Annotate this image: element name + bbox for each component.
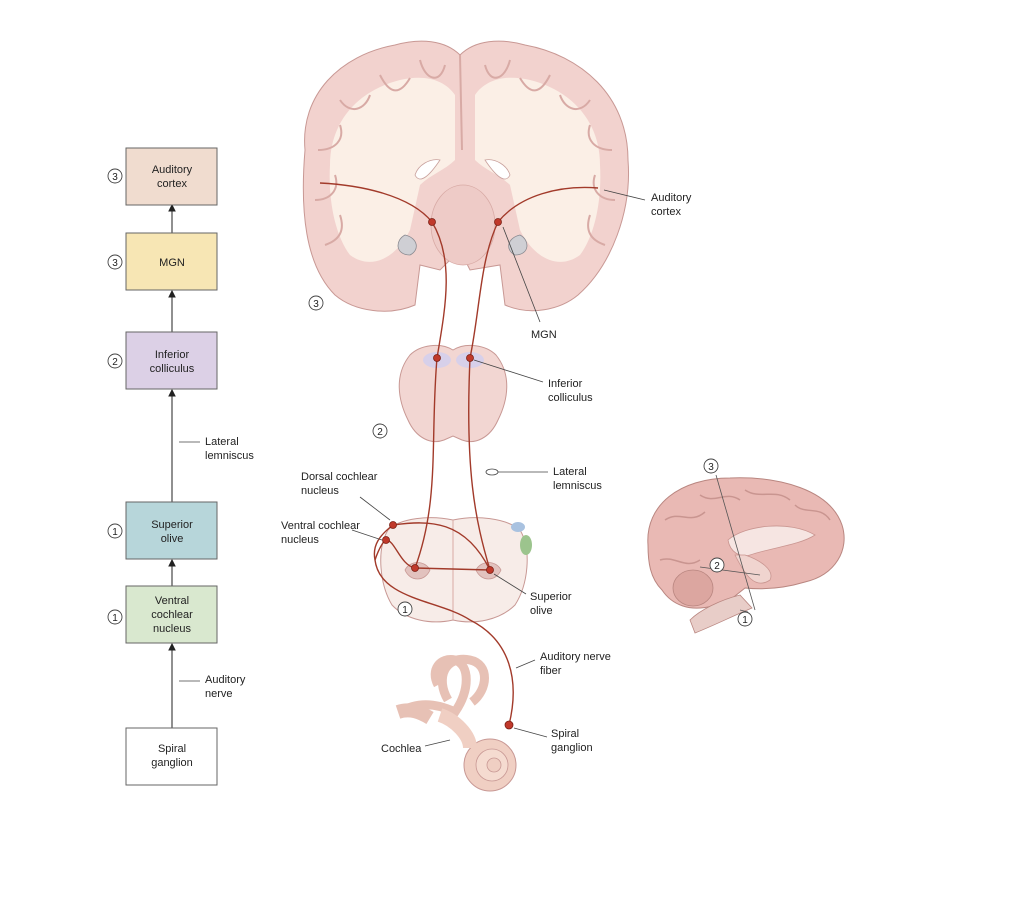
cochlea-spiral-inner: [487, 758, 501, 772]
thalamus: [431, 185, 495, 265]
sagittal-number-top: 3: [708, 462, 714, 473]
flow-box-label: Ventral: [155, 595, 189, 607]
flow-box-rect: [126, 148, 217, 205]
flow-box-label: nucleus: [153, 623, 191, 635]
flow-box-auditory-cortex: Auditory cortex 3: [108, 148, 217, 205]
label-cochlea: Cochlea: [381, 743, 422, 755]
flow-box-mgn: MGN 3: [108, 233, 217, 290]
label-lateral-lemniscus: lemniscus: [553, 480, 602, 492]
spiral-ganglion-dot: [505, 721, 513, 729]
leader-line: [425, 740, 450, 746]
flow-box-label: cochlear: [151, 609, 193, 621]
lateral-lemniscus-marker: [486, 469, 498, 475]
section-number: 3: [313, 299, 319, 310]
flow-box-label: colliculus: [150, 363, 195, 375]
midbrain-outline: [399, 345, 507, 441]
section-number-medulla: 1: [398, 602, 412, 616]
flow-box-label: cortex: [157, 178, 187, 190]
stage-number: 2: [112, 357, 118, 368]
label-auditory-cortex: Auditory: [651, 192, 692, 204]
midbrain-section: [399, 345, 507, 441]
section-number-cortex: 3: [309, 296, 323, 310]
cerebellum: [673, 570, 713, 606]
sagittal-number-bottom: 1: [742, 615, 748, 626]
label-spiral-ganglion: ganglion: [551, 742, 593, 754]
sagittal-number-middle: 2: [714, 561, 720, 572]
leader-line: [514, 728, 547, 737]
mgn-right-dot: [495, 219, 502, 226]
superior-olive-left-dot: [412, 565, 419, 572]
flow-side-label-lateral-lemniscus: Lateral lemniscus: [179, 436, 254, 462]
side-label: lemniscus: [205, 450, 254, 462]
flow-box-superior-olive: Superior olive 1: [108, 502, 217, 559]
flowchart: Auditory cortex 3 MGN 3 Inferior collicu…: [108, 148, 254, 785]
leader-line: [360, 497, 390, 520]
stage-number: 1: [112, 527, 118, 538]
label-lateral-lemniscus: Lateral: [553, 466, 587, 478]
label-auditory-cortex: cortex: [651, 206, 681, 218]
label-superior-olive: olive: [530, 605, 553, 617]
label-dorsal-cochlear: nucleus: [301, 485, 339, 497]
colliculus-right-dot: [467, 355, 474, 362]
stage-number: 1: [112, 613, 118, 624]
flow-box-label: ganglion: [151, 757, 193, 769]
stage-number: 3: [112, 172, 118, 183]
label-mgn: MGN: [531, 329, 557, 341]
side-label: Auditory: [205, 674, 246, 686]
coronal-brain-section: [303, 41, 628, 311]
label-spiral-ganglion: Spiral: [551, 728, 579, 740]
label-ventral-cochlear: nucleus: [281, 534, 319, 546]
flow-box-ventral-cochlear-nucleus: Ventral cochlear nucleus 1: [108, 586, 217, 643]
label-ventral-cochlear: Ventral cochlear: [281, 520, 360, 532]
flow-box-label: Inferior: [155, 349, 190, 361]
section-number: 2: [377, 427, 383, 438]
flow-box-label: MGN: [159, 257, 185, 269]
label-dorsal-cochlear: Dorsal cochlear: [301, 471, 378, 483]
ear-vestibule-tip: [398, 710, 430, 718]
vestibule-body: [440, 715, 470, 748]
cochlear-nucleus-right-marker: [511, 522, 525, 532]
sagittal-brain: 3 2 1: [648, 459, 844, 633]
label-auditory-nerve-fiber: Auditory nerve: [540, 651, 611, 663]
mgn-left-dot: [429, 219, 436, 226]
label-inferior-colliculus: colliculus: [548, 392, 593, 404]
ventral-cochlear-dot: [383, 537, 390, 544]
flow-box-label: Spiral: [158, 743, 186, 755]
flow-box-label: Auditory: [152, 164, 193, 176]
side-label: nerve: [205, 688, 233, 700]
ventral-cochlear-right-marker: [520, 535, 532, 555]
section-number: 1: [402, 605, 408, 616]
label-inferior-colliculus: Inferior: [548, 378, 583, 390]
flow-box-label: Superior: [151, 519, 193, 531]
inner-ear: [398, 659, 516, 791]
section-number-midbrain: 2: [373, 424, 387, 438]
superior-olive-right-dot: [487, 567, 494, 574]
label-superior-olive: Superior: [530, 591, 572, 603]
flow-box-inferior-colliculus: Inferior colliculus 2: [108, 332, 217, 389]
flow-box-label: olive: [161, 533, 184, 545]
colliculus-left-dot: [434, 355, 441, 362]
dorsal-cochlear-dot: [390, 522, 397, 529]
flow-side-label-auditory-nerve: Auditory nerve: [179, 674, 246, 700]
stage-number: 3: [112, 258, 118, 269]
leader-line: [516, 660, 535, 668]
flow-box-spiral-ganglion: Spiral ganglion: [126, 728, 217, 785]
label-auditory-nerve-fiber: fiber: [540, 665, 562, 677]
side-label: Lateral: [205, 436, 239, 448]
